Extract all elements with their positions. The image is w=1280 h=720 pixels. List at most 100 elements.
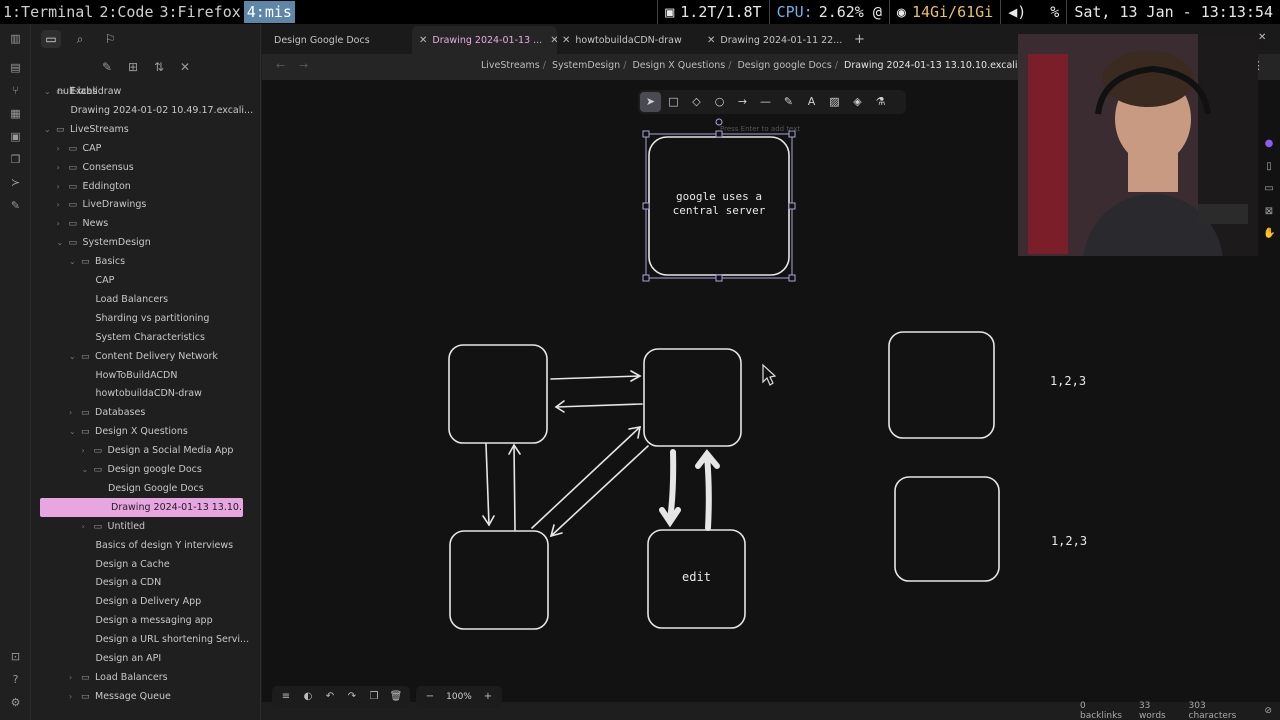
tree-folder[interactable]: ⌄▭Design google Docs	[82, 460, 202, 479]
arrow[interactable]	[550, 445, 649, 537]
tree-file[interactable]: Design a Delivery App	[82, 592, 202, 611]
backlinks-count[interactable]: 0 backlinks	[1080, 701, 1122, 720]
selection-icon[interactable]: ➤	[640, 92, 661, 112]
arrow[interactable]	[485, 443, 490, 526]
sort-icon[interactable]: ⇅	[153, 60, 165, 74]
chevron-down-icon[interactable]: ⌄	[81, 465, 89, 474]
resize-handle[interactable]	[715, 130, 723, 138]
tab-design-google-docs[interactable]: Design Google Docs	[274, 34, 370, 46]
undo-icon[interactable]: ↶	[325, 691, 335, 702]
rectangle-icon[interactable]: □	[668, 95, 679, 108]
tree-file[interactable]: Load Balancers	[82, 290, 169, 309]
redo-icon[interactable]: ↷	[347, 691, 357, 702]
chevron-down-icon[interactable]: ⌄	[56, 238, 64, 248]
right-box-bottom[interactable]	[894, 476, 1000, 582]
tree-file[interactable]: Design a messaging app	[82, 611, 213, 630]
tree-file[interactable]: Design a Cache	[82, 555, 170, 574]
arrow[interactable]	[550, 375, 641, 380]
tree-file[interactable]: Design an API	[82, 649, 162, 668]
book-icon[interactable]: ▭	[1264, 183, 1274, 194]
tree-file[interactable]: System Characteristics	[82, 328, 205, 347]
resize-handle[interactable]	[642, 274, 650, 282]
edit-box[interactable]	[647, 529, 746, 629]
tree-folder[interactable]: ›▭Databases	[69, 403, 145, 422]
tree-folder[interactable]: ⌄▭SystemDesign	[57, 233, 151, 252]
hand-icon[interactable]: ✋	[1263, 228, 1276, 239]
tree-folder[interactable]: ⌄▭Basics	[69, 252, 125, 271]
tab-howtobuildacdn[interactable]: ✕ howtobuildaCDN-draw	[562, 34, 682, 46]
breadcrumb-item[interactable]: SystemDesign	[551, 60, 621, 71]
tree-file[interactable]: HowToBuildACDN	[82, 366, 178, 385]
tree-file[interactable]: Drawing 2024-01-02 10.49.17.excali...	[57, 101, 254, 120]
sync-icon[interactable]: ⊘	[1264, 706, 1272, 716]
resize-handle[interactable]	[788, 274, 796, 282]
resize-handle[interactable]	[642, 202, 650, 210]
diamond-icon[interactable]: ◇	[692, 95, 701, 108]
chevron-down-icon[interactable]: ⌄	[44, 87, 51, 96]
palette-icon[interactable]: ◐	[303, 691, 313, 702]
chevron-down-icon[interactable]: ⌄	[44, 124, 51, 134]
label-top[interactable]: 1,2,3	[1049, 374, 1087, 388]
tree-folder[interactable]: ›▭Eddington	[57, 177, 131, 196]
right-box-top[interactable]	[888, 331, 995, 439]
ellipse-icon[interactable]: ○	[714, 95, 725, 108]
workspace-4[interactable]: 4:mis	[243, 1, 295, 23]
dot-icon[interactable]: ●	[1264, 138, 1274, 149]
tree-file[interactable]: Drawing 2024-01-13 13.10.1...	[40, 497, 243, 517]
terminal-icon[interactable]: ≻	[10, 176, 21, 189]
tree-folder[interactable]: ⌄▭Content Delivery Network	[69, 347, 218, 366]
chevron-down-icon[interactable]: ⌄	[69, 427, 76, 437]
client-box-bottom-left[interactable]	[449, 530, 549, 630]
close-tab-icon[interactable]: ✕	[707, 34, 716, 46]
chevron-right-icon[interactable]: ›	[56, 219, 60, 229]
tab-drawing-active[interactable]: ✕ Drawing 2024-01-13 ... ✕	[412, 26, 557, 54]
tree-file[interactable]: Design a URL shortening Servi...	[82, 630, 250, 649]
tree-file[interactable]: Design a CDN	[82, 573, 162, 592]
tree-folder[interactable]: ›▭Design a Social Media App	[82, 441, 234, 460]
lock-icon[interactable]: ⊠	[1264, 206, 1274, 217]
arrow[interactable]	[513, 444, 516, 531]
workspace-3[interactable]: 3:Firefox	[159, 3, 241, 21]
close-window-icon[interactable]: ✕	[1258, 32, 1267, 43]
back-arrow-icon[interactable]: ←	[276, 59, 286, 72]
close-tab-icon[interactable]: ✕	[419, 34, 428, 46]
help-icon[interactable]: ?	[12, 673, 19, 686]
resize-handle[interactable]	[788, 130, 796, 138]
sidebar-toggle-icon[interactable]: ▥	[10, 32, 21, 45]
file-icon[interactable]: ▯	[1266, 161, 1272, 172]
more-options-icon[interactable]: ⋮	[1253, 59, 1264, 72]
text-icon[interactable]: A	[807, 95, 816, 108]
arrow[interactable]	[555, 403, 643, 408]
chevron-right-icon[interactable]: ›	[69, 408, 73, 418]
new-note-icon[interactable]: ✎	[101, 60, 113, 74]
line-icon[interactable]: —	[760, 95, 771, 108]
arrow-icon[interactable]: →	[737, 95, 748, 108]
resize-handle[interactable]	[788, 202, 796, 210]
chevron-right-icon[interactable]: ›	[81, 521, 85, 531]
graph-icon[interactable]: ⑂	[12, 84, 19, 97]
vault-switch-icon[interactable]: ⊡	[10, 650, 21, 663]
settings-gear-icon[interactable]: ⚙	[10, 696, 21, 709]
pencil-icon[interactable]: ✎	[783, 95, 794, 108]
files-folder-icon[interactable]: ▭	[41, 30, 61, 48]
image-icon[interactable]: ▨	[829, 95, 840, 108]
chevron-right-icon[interactable]: ›	[56, 200, 60, 210]
chevron-down-icon[interactable]: ⌄	[69, 257, 76, 267]
collapse-all-icon[interactable]: ✕	[179, 60, 191, 74]
new-note-icon[interactable]: ▤	[10, 61, 21, 74]
rotate-handle[interactable]	[715, 118, 723, 126]
close-tab-icon[interactable]: ✕	[550, 34, 557, 46]
resize-handle[interactable]	[642, 130, 650, 138]
chevron-right-icon[interactable]: ›	[69, 691, 73, 701]
workspace-1[interactable]: 1:Terminal	[3, 3, 94, 21]
canvas-icon[interactable]: ▦	[10, 107, 21, 120]
chevron-right-icon[interactable]: ›	[56, 181, 60, 191]
chevron-right-icon[interactable]: ›	[56, 143, 60, 153]
tree-folder[interactable]: ›▭Load Balancers	[69, 668, 168, 687]
tree-file[interactable]: howtobuildaCDN-draw	[82, 384, 202, 403]
zoom-level[interactable]: 100%	[446, 692, 472, 702]
chevron-right-icon[interactable]: ›	[81, 446, 85, 456]
forward-arrow-icon[interactable]: →	[299, 59, 309, 72]
tree-file[interactable]: CAP	[82, 271, 115, 290]
breadcrumb-item[interactable]: LiveStreams	[481, 60, 540, 71]
